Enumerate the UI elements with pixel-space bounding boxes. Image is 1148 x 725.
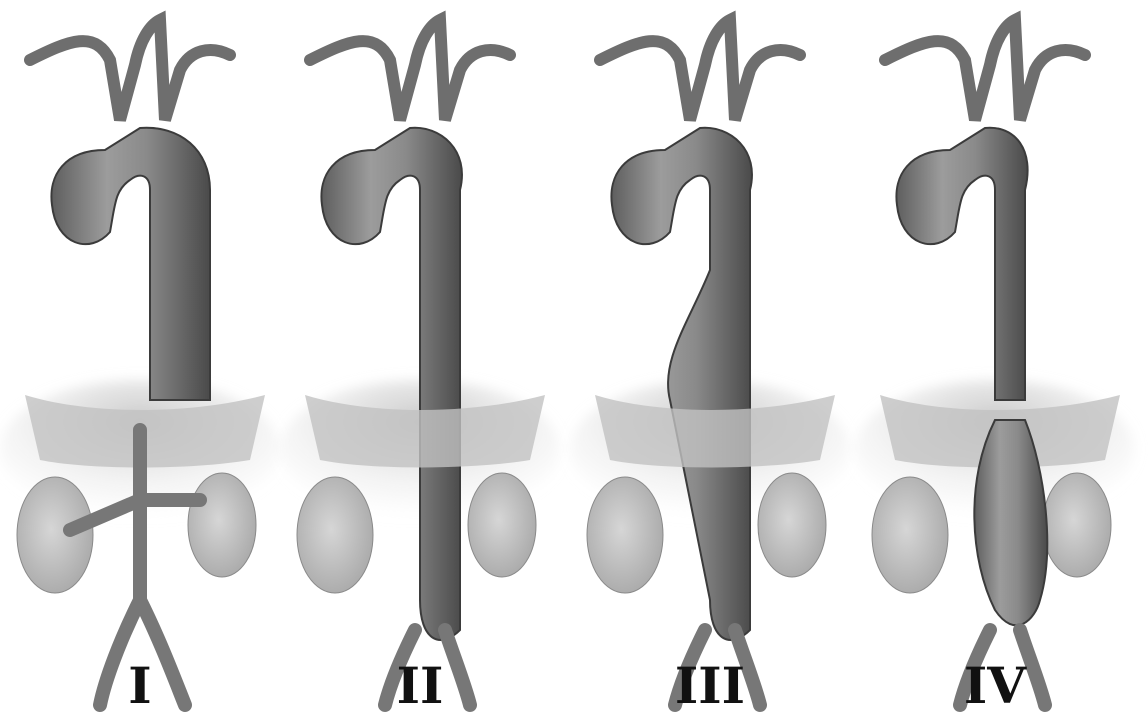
arch-branch-vessels	[30, 20, 230, 120]
left-kidney	[17, 477, 93, 593]
left-kidney	[587, 477, 663, 593]
right-kidney	[1043, 473, 1111, 577]
arch-branch-vessels	[600, 20, 800, 120]
left-kidney	[872, 477, 948, 593]
right-kidney	[188, 473, 256, 577]
left-kidney	[297, 477, 373, 593]
arch-branch-vessels	[885, 20, 1085, 120]
panel-label: IV	[964, 656, 1027, 715]
panel-type-1: I	[0, 20, 280, 715]
panel-type-3: III	[570, 20, 850, 715]
aorta-normal-thoracic	[896, 128, 1027, 400]
aorta-dilated	[51, 128, 210, 400]
panel-type-4: IV	[855, 20, 1135, 715]
right-kidney	[758, 473, 826, 577]
panel-label: III	[675, 656, 745, 715]
panel-label: I	[128, 656, 151, 715]
panel-type-2: II	[280, 20, 560, 715]
right-kidney	[468, 473, 536, 577]
panel-label: II	[397, 656, 444, 715]
arch-branch-vessels	[310, 20, 510, 120]
